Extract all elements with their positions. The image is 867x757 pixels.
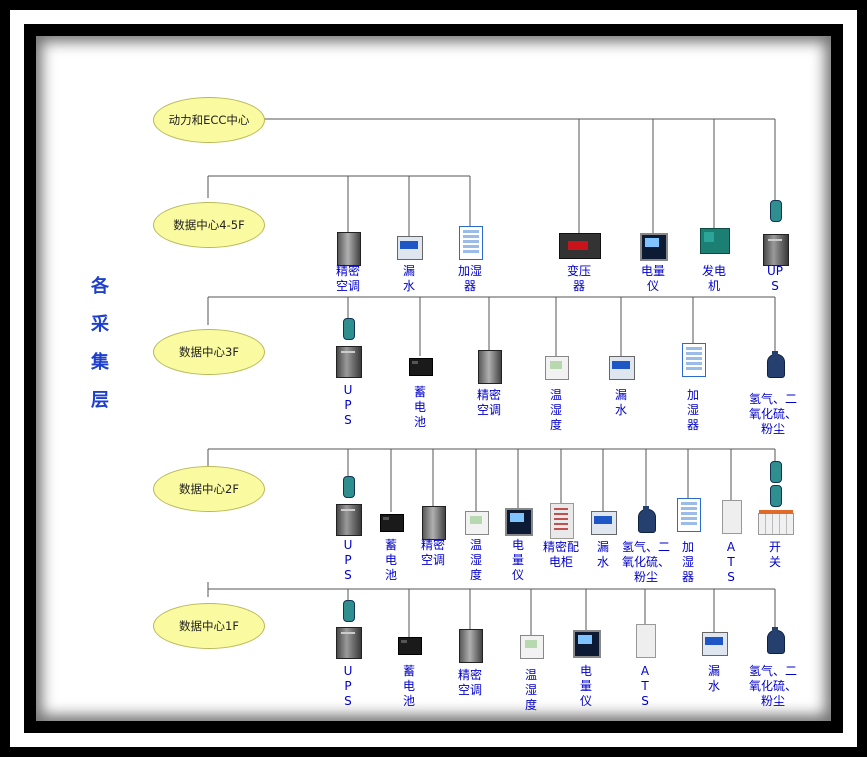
device-label: 漏 水	[707, 664, 721, 693]
device-label: 温 湿 度	[469, 538, 483, 582]
device-label: U P S	[343, 538, 353, 582]
device-label: 精密配 电柜	[542, 540, 580, 569]
water-leak-icon	[591, 511, 617, 535]
battery-icon	[409, 358, 433, 376]
ups-icon	[336, 627, 362, 659]
node-dc-3f: 数据中心3F	[153, 329, 265, 375]
device-label: 蓄 电 池	[384, 538, 398, 582]
device-label: U P S	[343, 664, 353, 708]
water-leak-icon	[609, 356, 635, 380]
device-label: 电量 仪	[640, 264, 666, 293]
ats-icon	[636, 624, 656, 658]
node-label: 数据中心4-5F	[173, 218, 245, 232]
side-title-char: 集	[91, 352, 109, 373]
side-title-char: 采	[91, 314, 109, 335]
device-label: 精密 空调	[335, 264, 361, 293]
ups-icon	[336, 346, 362, 378]
device-label: 精密 空调	[420, 538, 446, 567]
device-label: 温 湿 度	[549, 388, 563, 432]
node-label: 数据中心1F	[179, 619, 239, 633]
transformer-icon	[559, 233, 601, 259]
side-title-char: 各	[91, 276, 109, 297]
device-label: 精密 空调	[476, 388, 502, 417]
device-label: A T S	[726, 540, 736, 584]
battery-icon	[398, 637, 422, 655]
humidifier-icon	[682, 343, 706, 377]
switch-icon	[758, 510, 794, 535]
temp-humidity-icon	[545, 356, 569, 380]
node-dc-1f: 数据中心1F	[153, 603, 265, 649]
precision-ac-icon	[478, 350, 502, 384]
node-label: 数据中心2F	[179, 482, 239, 496]
ups-icon	[336, 504, 362, 536]
device-label: U P S	[343, 383, 353, 427]
ats-icon	[722, 500, 742, 534]
power-meter-icon	[573, 630, 601, 658]
water-leak-icon	[702, 632, 728, 656]
device-label: 温 湿 度	[524, 668, 538, 712]
gas-sensor-icon	[767, 627, 785, 654]
ups-sensor-icon	[343, 476, 355, 498]
water-leak-icon	[397, 236, 423, 260]
gas-sensor-icon	[638, 506, 656, 533]
device-label: 漏 水	[402, 264, 416, 293]
side-title-char: 层	[91, 390, 109, 411]
switch-sensor-icon	[770, 485, 782, 507]
device-label: 电 量 仪	[579, 664, 593, 708]
ups-sensor-icon	[343, 600, 355, 622]
precision-ac-icon	[422, 506, 446, 540]
pdu-cabinet-icon	[550, 503, 574, 539]
device-label: 蓄 电 池	[413, 385, 427, 429]
device-label: 加 湿 器	[686, 388, 700, 432]
ups-sensor-icon	[343, 318, 355, 340]
device-label: 加湿 器	[457, 264, 483, 293]
device-label: 氢气、二 氧化硫、 粉尘	[621, 540, 671, 584]
device-label: 漏 水	[596, 540, 610, 569]
device-label: 发电 机	[701, 264, 727, 293]
device-label: UP S	[766, 264, 784, 293]
device-label: 漏 水	[614, 388, 628, 417]
humidifier-icon	[677, 498, 701, 532]
generator-icon	[700, 228, 730, 254]
device-label: 氢气、二 氧化硫、 粉尘	[748, 664, 798, 708]
node-power-ecc-center: 动力和ECC中心	[153, 97, 265, 143]
side-title: 各 采 集 层	[90, 268, 110, 420]
battery-icon	[380, 514, 404, 532]
power-meter-icon	[505, 508, 533, 536]
device-label: 蓄 电 池	[402, 664, 416, 708]
node-dc-2f: 数据中心2F	[153, 466, 265, 512]
power-meter-icon	[640, 233, 668, 261]
precision-ac-icon	[459, 629, 483, 663]
device-label: 氢气、二 氧化硫、 粉尘	[748, 392, 798, 436]
device-label: 开 关	[768, 540, 782, 569]
node-dc-4-5f: 数据中心4-5F	[153, 202, 265, 248]
device-label: A T S	[640, 664, 650, 708]
ups-icon	[763, 234, 789, 266]
temp-humidity-icon	[520, 635, 544, 659]
node-label: 数据中心3F	[179, 345, 239, 359]
node-label: 动力和ECC中心	[168, 113, 250, 127]
device-label: 变压 器	[566, 264, 592, 293]
humidifier-icon	[459, 226, 483, 260]
temp-humidity-icon	[465, 511, 489, 535]
switch-sensor-icon	[770, 461, 782, 483]
device-label: 加 湿 器	[681, 540, 695, 584]
device-label: 精密 空调	[457, 668, 483, 697]
gas-sensor-icon	[767, 351, 785, 378]
device-label: 电 量 仪	[511, 538, 525, 582]
ups-sensor-icon	[770, 200, 782, 222]
diagram-canvas	[36, 36, 831, 721]
precision-ac-icon	[337, 232, 361, 266]
